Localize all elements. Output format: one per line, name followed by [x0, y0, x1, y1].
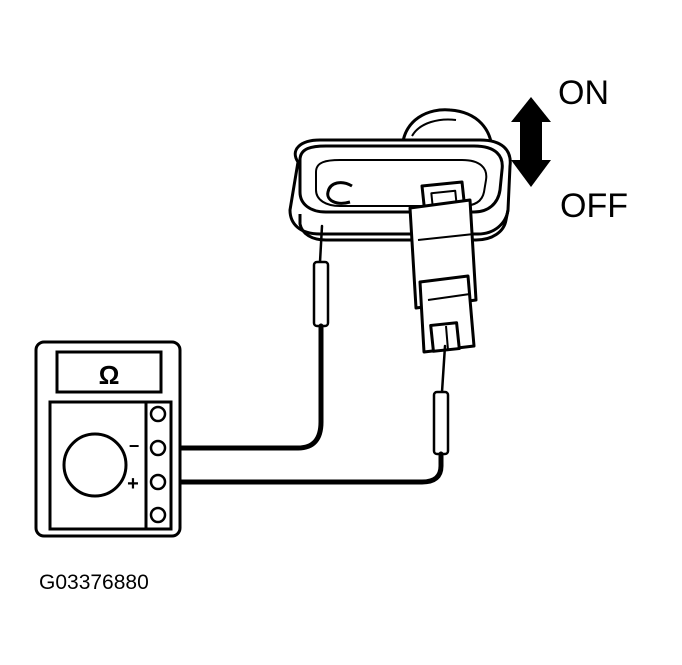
door-switch: [288, 108, 512, 354]
on-label: ON: [558, 74, 609, 112]
selector-dial-icon: [62, 432, 128, 498]
on-off-arrow-icon: [511, 97, 551, 187]
off-label: OFF: [560, 187, 628, 225]
terminal-minus: [149, 439, 167, 457]
ohmmeter: Ω − +: [34, 340, 182, 538]
terminal-1: [149, 405, 167, 423]
figure-id: G03376880: [39, 571, 149, 594]
minus-label: −: [129, 436, 140, 456]
terminal-4: [149, 506, 167, 524]
meter-display: [55, 350, 163, 394]
probe-leads: [161, 224, 450, 485]
terminal-plus: [149, 473, 167, 491]
plus-label: +: [127, 473, 139, 495]
ohm-symbol: Ω: [99, 360, 120, 390]
